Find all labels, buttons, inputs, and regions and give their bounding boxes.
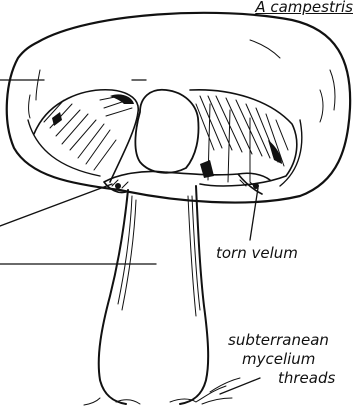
cap-outline bbox=[7, 13, 350, 203]
label-mycelium-line2: mycelium bbox=[242, 352, 315, 367]
leader-gills bbox=[0, 184, 112, 226]
gills-left-fill bbox=[44, 96, 132, 170]
gills-left-outline bbox=[34, 90, 138, 182]
cap-texture bbox=[29, 40, 335, 122]
stipe-left-edge bbox=[99, 190, 128, 404]
gills-shade-left bbox=[52, 94, 134, 126]
stipe-shading bbox=[118, 196, 200, 316]
label-mycelium-line3: threads bbox=[278, 371, 335, 386]
mushroom-cap bbox=[7, 13, 350, 203]
leader-torn-velum bbox=[250, 188, 258, 240]
leader-lines bbox=[0, 80, 260, 394]
velum-texture bbox=[112, 180, 256, 188]
mushroom-stipe bbox=[99, 186, 208, 404]
stipe-top bbox=[135, 90, 198, 173]
diagram-title: A campestris bbox=[255, 0, 353, 15]
label-torn-velum: torn velum bbox=[216, 246, 298, 261]
label-mycelium-line1: subterranean bbox=[228, 333, 329, 348]
mycelium-threads bbox=[84, 378, 240, 405]
